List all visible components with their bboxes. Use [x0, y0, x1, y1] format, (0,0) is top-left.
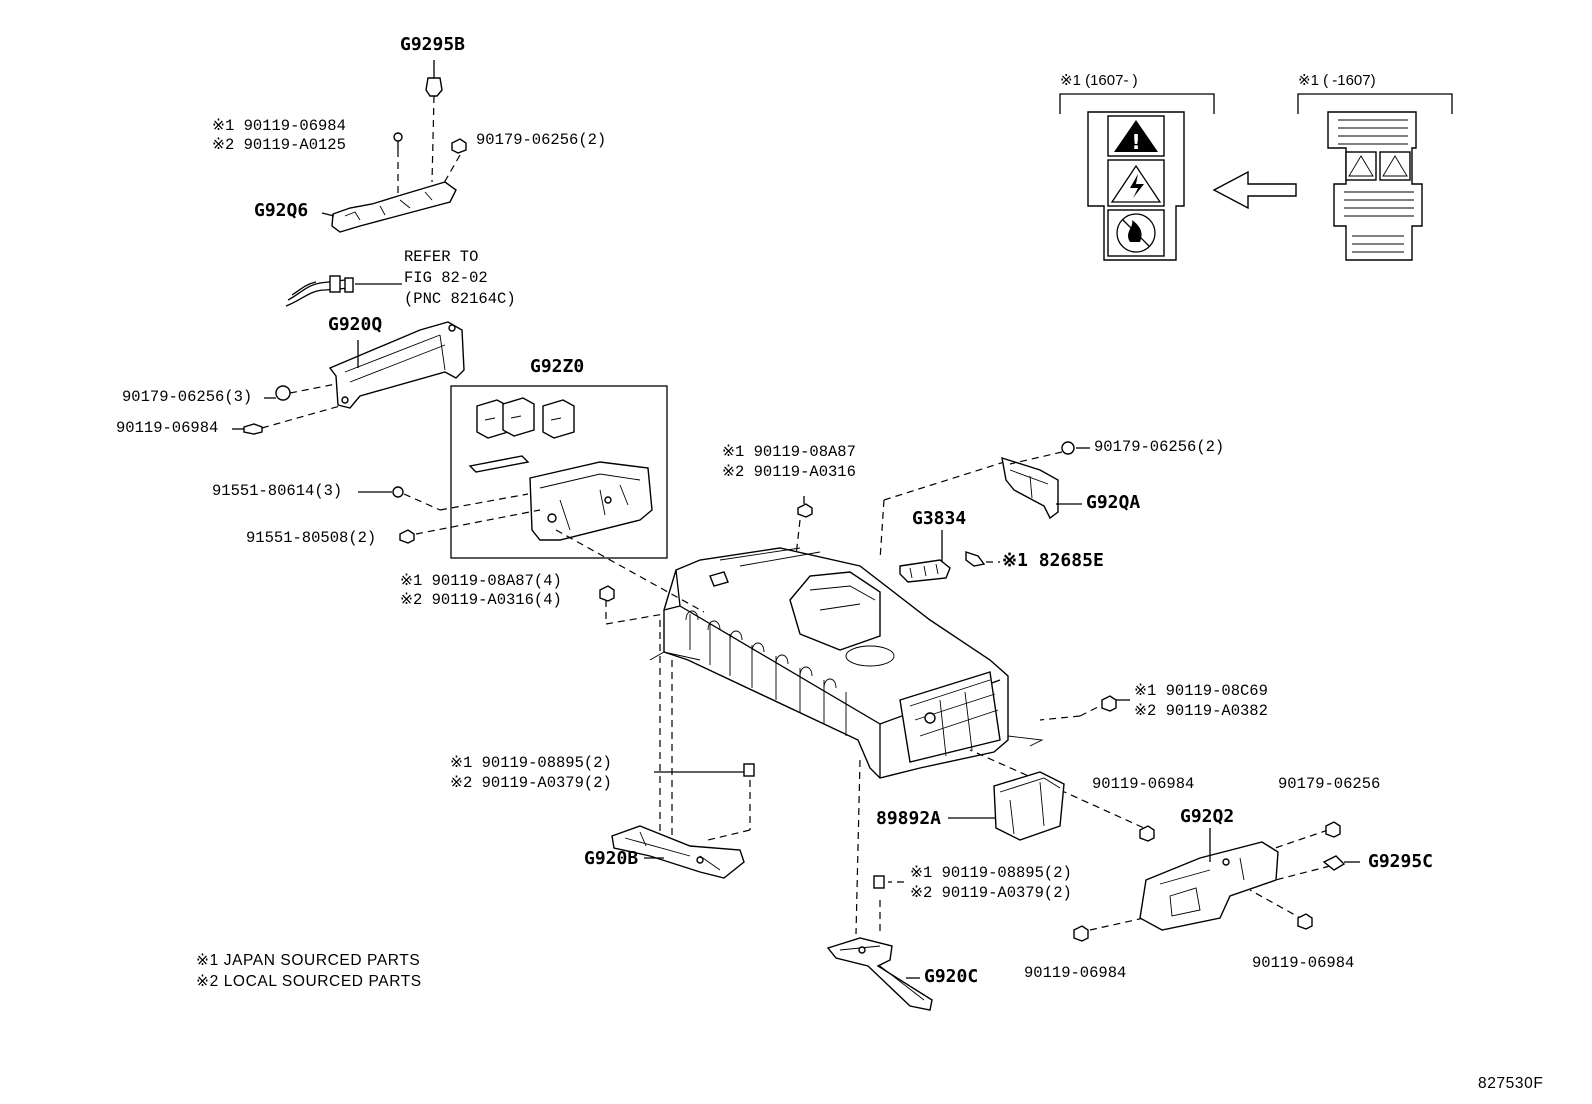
label-a874-1: ※1 90119-08A87(4)	[400, 572, 562, 590]
part-89892a-module	[993, 771, 1065, 841]
part-nut-3	[275, 385, 291, 401]
label-a87-2: ※2 90119-A0316	[722, 463, 856, 481]
part-g920b-bracket	[611, 825, 745, 879]
label-g92q6: G92Q6	[254, 200, 309, 221]
figure-number: 827530F	[1478, 1075, 1544, 1092]
label-nut-g92q2: 90179-06256	[1278, 775, 1381, 793]
label-895b-2: ※2 90119-A0379(2)	[910, 884, 1072, 902]
inset-header-old: ※1 ( -1607)	[1298, 72, 1376, 89]
part-hv-battery-assembly	[649, 547, 1044, 779]
label-bolt-small-1: ※1 90119-06984	[212, 117, 346, 135]
part-clip-1	[358, 486, 404, 498]
part-nut-small	[451, 138, 467, 154]
label-a87-1: ※1 90119-08A87	[722, 443, 856, 461]
part-bolt-895	[654, 763, 755, 777]
part-g920q-bracket	[328, 321, 465, 409]
part-g92q2-bracket	[1139, 841, 1279, 931]
label-g9295b: G9295B	[400, 34, 466, 55]
inset-bracket-old	[1297, 93, 1453, 114]
label-895b-1: ※1 90119-08895(2)	[910, 864, 1072, 882]
part-bolt-3	[243, 423, 263, 435]
label-82685e: ※1 82685E	[1002, 550, 1104, 571]
label-g3834: G3834	[912, 508, 967, 529]
label-g920b: G920B	[584, 848, 639, 869]
no-fire-icon	[1116, 213, 1156, 253]
label-refer-1: REFER TO	[404, 248, 479, 266]
note-japan-sourced: ※1 JAPAN SOURCED PARTS	[196, 952, 421, 969]
inset-arrow	[1212, 170, 1297, 210]
label-895-2: ※2 90119-A0379(2)	[450, 774, 612, 792]
caution-label-old	[1327, 111, 1423, 261]
label-c69-1: ※1 90119-08C69	[1134, 682, 1268, 700]
part-bolt-a87	[797, 496, 813, 518]
inset-bracket-new	[1059, 93, 1215, 114]
part-bolt-small	[393, 132, 403, 150]
part-bolt-br	[1297, 913, 1313, 930]
part-bolt-bl	[1073, 925, 1089, 942]
svg-text:!: !	[1131, 130, 1140, 154]
part-g920c-bracket	[826, 937, 933, 1011]
part-nut-g92q2	[1325, 821, 1341, 838]
label-a874-2: ※2 90119-A0316(4)	[400, 591, 562, 609]
label-clip-2: 91551-80508(2)	[246, 529, 377, 547]
part-bolt-c69	[1101, 695, 1130, 712]
part-bolt-a87-4	[599, 585, 615, 602]
part-bolt-mid	[1139, 825, 1155, 842]
part-g9295c-clip	[1322, 855, 1346, 871]
part-82685e-label	[965, 551, 986, 567]
label-nut-1: 90179-06256(2)	[476, 131, 607, 149]
label-g920c: G920C	[924, 966, 979, 987]
part-g3834-sensor	[899, 559, 951, 583]
label-89892a: 89892A	[876, 808, 942, 829]
label-bolt-small-2: ※2 90119-A0125	[212, 136, 346, 154]
label-g9295c: G9295C	[1368, 851, 1434, 872]
label-bolt-mid: 90119-06984	[1092, 775, 1195, 793]
note-local-sourced: ※2 LOCAL SOURCED PARTS	[196, 973, 422, 990]
part-g9295b-clip	[425, 60, 443, 97]
part-bolt-895b	[873, 875, 885, 889]
label-bolt-br: 90119-06984	[1252, 954, 1355, 972]
label-nut-right: 90179-06256(2)	[1094, 438, 1225, 456]
high-voltage-icon	[1110, 164, 1162, 203]
g92z0-group-box	[450, 385, 668, 559]
label-895-1: ※1 90119-08895(2)	[450, 754, 612, 772]
inset-header-new: ※1 (1607- )	[1060, 72, 1138, 89]
part-clip-2	[399, 529, 415, 544]
label-nut-3: 90179-06256(3)	[122, 388, 253, 406]
label-g92z0: G92Z0	[530, 356, 585, 377]
label-c69-2: ※2 90119-A0382	[1134, 702, 1268, 720]
part-g92q6-bracket	[331, 181, 457, 233]
label-refer-2: FIG 82-02	[404, 269, 488, 287]
label-bolt-bl: 90119-06984	[1024, 964, 1127, 982]
part-wire-harness	[285, 275, 402, 307]
label-g92qa: G92QA	[1086, 492, 1141, 513]
warning-icon: !	[1114, 120, 1158, 154]
label-refer-3: (PNC 82164C)	[404, 290, 516, 308]
label-g92q2: G92Q2	[1180, 806, 1235, 827]
label-bolt-3: 90119-06984	[116, 419, 219, 437]
label-clip-1: 91551-80614(3)	[212, 482, 343, 500]
part-g92qa-bracket	[1001, 456, 1059, 520]
label-g920q: G920Q	[328, 314, 383, 335]
part-g92z0-relays	[468, 397, 653, 541]
part-nut-right	[1061, 441, 1075, 455]
